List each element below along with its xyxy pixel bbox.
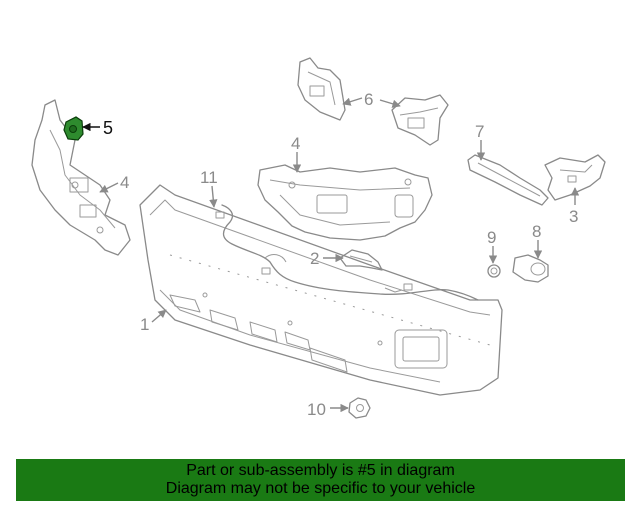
parking-sensor — [512, 254, 549, 283]
leader-6a — [342, 97, 363, 106]
callout-6: 6 — [364, 90, 373, 109]
callout-4b: 4 — [291, 134, 300, 153]
callout-7: 7 — [475, 122, 484, 141]
banner-line-1: Part or sub-assembly is #5 in diagram — [186, 462, 455, 479]
grommet — [487, 264, 501, 278]
callout-2: 2 — [310, 249, 319, 268]
callout-1: 1 — [140, 315, 149, 334]
upper-bracket-right — [391, 94, 449, 146]
upper-bracket-left — [297, 57, 346, 121]
callout-9: 9 — [487, 228, 496, 247]
retainer-clip — [348, 397, 371, 419]
callout-8: 8 — [532, 222, 541, 241]
leader-1 — [151, 309, 167, 323]
bumper-support-center — [257, 164, 433, 241]
info-banner: Part or sub-assembly is #5 in diagram Di… — [16, 459, 625, 501]
leader-11 — [209, 185, 218, 208]
reinforcement-bar — [467, 154, 549, 206]
part-5-clip — [63, 116, 84, 141]
callout-3: 3 — [569, 207, 578, 226]
callout-5: 5 — [103, 118, 113, 138]
callout-10: 10 — [307, 400, 326, 419]
small-bracket — [339, 249, 383, 271]
bumper-support-left — [31, 99, 131, 256]
callout-11: 11 — [200, 168, 218, 187]
leader-6b — [379, 99, 401, 108]
wiring-harness — [215, 204, 479, 301]
parts-diagram: 1 2 3 4 4 5 6 7 8 9 10 11 — [31, 57, 606, 419]
leader-4a — [99, 182, 119, 193]
banner-line-2: Diagram may not be specific to your vehi… — [165, 480, 476, 497]
callout-4a: 4 — [120, 173, 129, 192]
side-bracket-right — [544, 154, 606, 201]
